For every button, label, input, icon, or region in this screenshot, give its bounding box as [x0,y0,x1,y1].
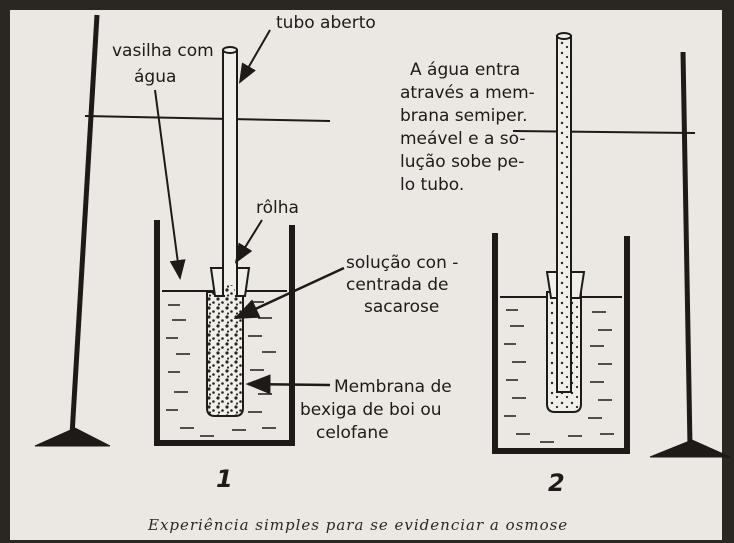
note-line6: lo tubo. [400,175,464,195]
figure-2-number: 2 [548,469,565,497]
label-solution-line3: sacarose [364,297,439,317]
arrow-vessel [154,89,186,280]
label-membrane-line1: Membrana de [334,377,452,397]
note-line4: meável e a so- [400,129,525,149]
arrow-membrane [245,374,331,395]
label-membrane-line3: celofane [316,423,389,443]
label-open-tube: tubo aberto [276,13,376,33]
label-stopper: rôlha [256,198,299,218]
note-line5: lução sobe pe- [400,152,524,172]
note-line1: A água entra [410,60,520,80]
figure-caption: Experiência simples para se evidenciar a… [147,516,568,534]
open-tube-2 [556,32,572,393]
arrow-stopper [234,219,263,264]
figure-1-number: 1 [216,465,233,493]
note-line3: brana semiper. [400,106,527,126]
arrow-open-tube [239,29,271,84]
arrow-solution [233,266,345,320]
water-lines-2 [504,309,614,443]
note-line2: através a mem- [400,83,535,103]
stand-2 [512,51,731,458]
beaker-2 [492,233,630,454]
open-tube-1 [222,46,238,325]
stand-1 [34,14,331,447]
explanation-note: A água entra através a mem- brana semipe… [400,60,535,195]
label-vessel-line2: água [134,67,176,87]
label-solution-line2: centrada de [346,275,449,295]
figure-2: A água entra através a mem- brana semipe… [400,32,731,497]
label-vessel-line1: vasilha com [112,41,214,61]
figure-1: tubo aberto vasilha com água rôlha soluç… [34,13,458,493]
label-solution-line1: solução con - [346,253,458,273]
label-membrane-line2: bexiga de boi ou [300,400,442,420]
